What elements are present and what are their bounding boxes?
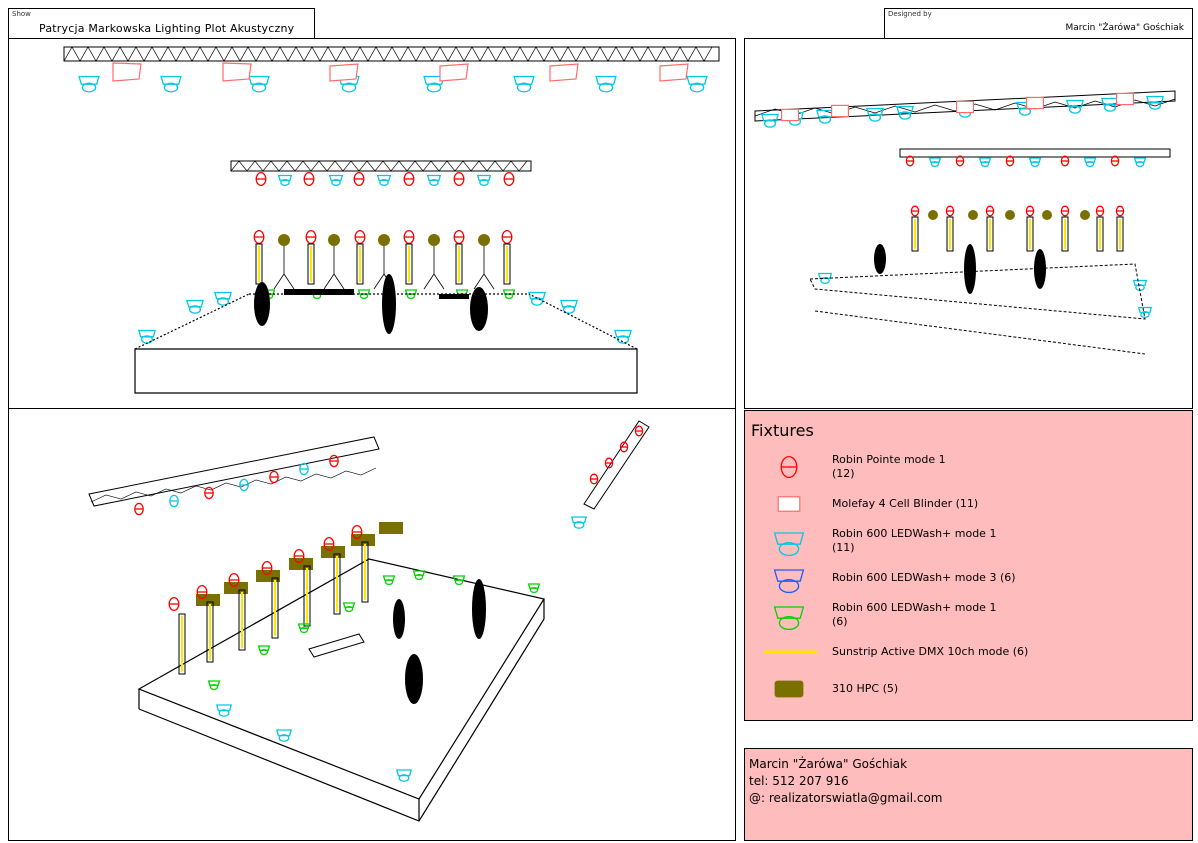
show-title: Patrycja Markowska Lighting Plot Akustyc… (39, 22, 295, 35)
iso-stage (137, 558, 545, 822)
hpc-icon (774, 680, 804, 698)
show-field-label: Show (12, 10, 31, 18)
legend-item-label: Robin 600 LEDWash+ mode 1 (6) (832, 601, 997, 628)
blinder-fixture (222, 62, 252, 82)
iso-fixtures (134, 425, 644, 782)
profile-spot-icon (780, 455, 798, 479)
iso-truss-left (88, 436, 380, 507)
legend-title: Fixtures (751, 421, 814, 440)
front-view-drawing (63, 46, 720, 394)
legend-item: Robin 600 LEDWash+ mode 3 (6) (745, 558, 1194, 598)
legend-item-label: Robin Pointe mode 1 (12) (832, 453, 946, 480)
author-name: Marcin "Żarówa" Gośchiak (1065, 23, 1184, 33)
blinder-fixture (659, 63, 689, 82)
author-title-block: Designed by Marcin "Żarówa" Gośchiak (884, 8, 1193, 39)
author-field-label: Designed by (888, 10, 932, 18)
legend-item-label: Robin 600 LEDWash+ mode 3 (6) (832, 571, 1016, 584)
legend-item: Molefay 4 Cell Blinder (11) (745, 484, 1194, 524)
blinder-fixture (549, 63, 579, 82)
legend-item-label: Molefay 4 Cell Blinder (11) (832, 497, 979, 510)
upstage-truss-top (63, 46, 720, 62)
contact-name: Marcin "Żarówa" Gośchiak (749, 757, 908, 771)
blinder-fixture (329, 63, 359, 82)
contact-block: Marcin "Żarówa" Gośchiak tel: 512 207 91… (744, 748, 1193, 841)
mid-truss (230, 160, 532, 172)
front-fixtures (78, 62, 708, 344)
legend-item-label: 310 HPC (5) (832, 682, 899, 695)
fixtures-legend: Fixtures Robin Pointe mode 1 (12) Molefay… (744, 410, 1193, 721)
iso-performers (308, 579, 486, 704)
led-bar-icon (764, 650, 817, 654)
legend-item-label: Robin 600 LEDWash+ mode 1 (11) (832, 527, 997, 554)
blinder-fixture (112, 62, 142, 82)
blinder-icon (777, 496, 801, 512)
side-view-drawing (754, 90, 1176, 355)
legend-item: Sunstrip Active DMX 10ch mode (6) (745, 632, 1194, 672)
wash-icon (773, 569, 805, 594)
blinder-fixture (439, 63, 469, 82)
side-fixtures (761, 92, 1164, 318)
legend-item-label: Sunstrip Active DMX 10ch mode (6) (832, 645, 1029, 658)
contact-phone: tel: 512 207 916 (749, 774, 849, 788)
side-performers (874, 244, 1046, 294)
wash-icon (773, 532, 805, 557)
isometric-view-panel[interactable] (8, 408, 736, 841)
legend-item: Robin 600 LEDWash+ mode 1 (6) (745, 595, 1194, 635)
iso-truss-right (583, 420, 650, 510)
contact-email: @: realizatorswiatla@gmail.com (749, 791, 943, 805)
side-view-panel[interactable] (744, 38, 1193, 409)
legend-item: 310 HPC (5) (745, 669, 1194, 709)
side-truss-mid (899, 148, 1171, 158)
performer-figures (254, 274, 488, 334)
legend-item: Robin 600 LEDWash+ mode 1 (11) (745, 521, 1194, 561)
isometric-view-drawing (88, 420, 650, 822)
show-title-block: Show Patrycja Markowska Lighting Plot Ak… (8, 8, 315, 39)
side-stage (809, 263, 1146, 355)
wash-icon (773, 606, 805, 631)
front-view-panel[interactable] (8, 38, 736, 409)
legend-item: Robin Pointe mode 1 (12) (745, 447, 1194, 487)
